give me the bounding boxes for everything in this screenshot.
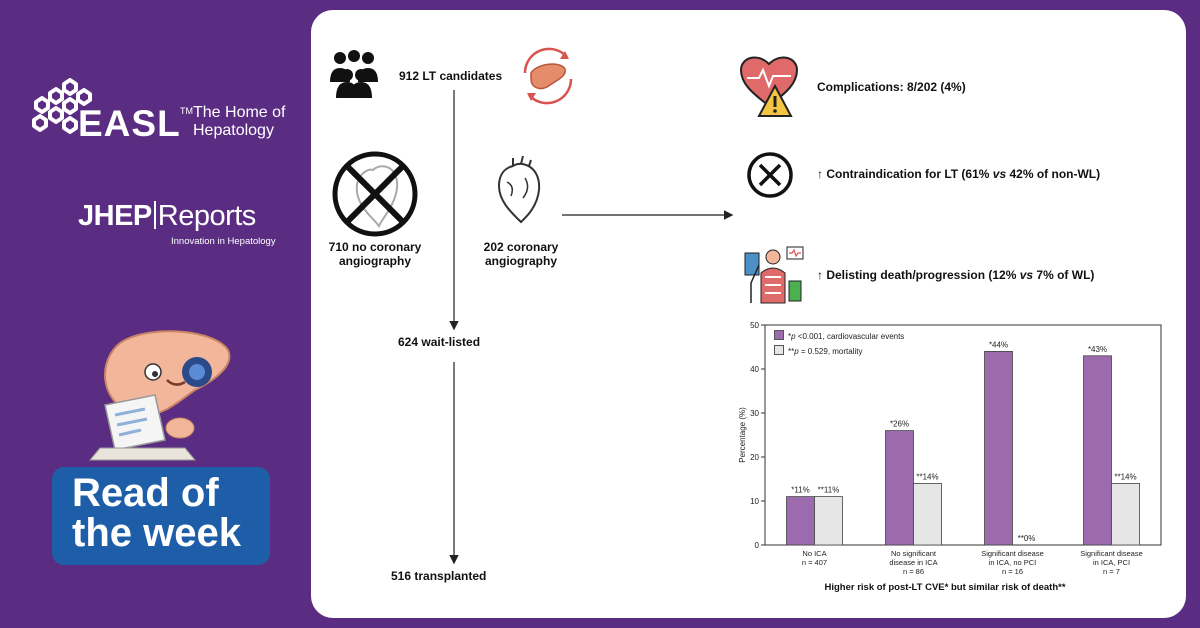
heart-icon xyxy=(497,156,541,224)
badge-line2: the week xyxy=(72,511,241,555)
candidates-label: 912 LT candidates xyxy=(399,69,503,83)
legend-mortality-p: p xyxy=(794,347,799,356)
heart-warning-icon xyxy=(739,56,799,117)
legend-item-mortality: **p = 0.529, mortality xyxy=(774,345,863,356)
legend-cve-p: p xyxy=(791,332,796,341)
bar-data-label: **11% xyxy=(818,486,840,495)
easl-tagline-line2: Hepatology xyxy=(193,122,274,139)
liver-cycle-icon xyxy=(523,47,573,105)
y-tick-label: 10 xyxy=(750,497,759,506)
easl-trademark: TM xyxy=(180,106,193,116)
angiography-line1: 202 coronary xyxy=(483,240,559,254)
bar-cve xyxy=(1083,355,1112,546)
plot-frame xyxy=(764,324,1162,546)
no-angiography-line2: angiography xyxy=(338,254,411,268)
y-tick-label: 30 xyxy=(750,409,759,418)
bar-data-label: *43% xyxy=(1088,345,1107,354)
x-category-label: n = 7 xyxy=(1103,567,1120,576)
circle-x-icon xyxy=(747,152,793,198)
easl-wordmark: EASL xyxy=(78,103,181,144)
jhep-reports-word: Reports xyxy=(157,200,257,232)
x-category-label: Significant disease xyxy=(1080,549,1143,558)
liver-mascot-icon xyxy=(88,330,231,461)
delisting-text-2: 7% of WL) xyxy=(1033,268,1095,282)
bar-data-label: *26% xyxy=(890,420,909,429)
y-axis-title: Percentage (%) xyxy=(738,407,747,463)
legend-swatch-mortality xyxy=(774,345,784,355)
bar-data-label: **14% xyxy=(916,472,938,481)
contraindication-text-2: 42% of non-WL) xyxy=(1006,167,1101,181)
bar-mortality xyxy=(913,482,942,546)
angiography-label: 202 coronary angiography xyxy=(461,240,581,268)
x-category-label: No significant xyxy=(891,549,937,558)
x-category-label: in ICA, no PCI xyxy=(989,558,1037,567)
legend-swatch-cve xyxy=(774,330,784,340)
delisting-label: ↑ Delisting death/progression (12% vs 7%… xyxy=(817,268,1094,282)
bar-cve xyxy=(885,430,914,546)
icu-patient-icon xyxy=(744,246,804,304)
legend-mortality-text: = 0.529, mortality xyxy=(798,347,863,356)
y-tick-label: 20 xyxy=(750,453,759,462)
bar-data-label: *44% xyxy=(989,340,1008,349)
jhep-word: JHEP xyxy=(78,200,152,232)
bar-cve xyxy=(984,351,1013,546)
y-tick-label: 0 xyxy=(755,541,760,550)
read-of-the-week-badge: Read of the week xyxy=(52,467,270,565)
no-angiography-line1: 710 no coronary xyxy=(328,240,422,254)
contraindication-label: ↑ Contraindication for LT (61% vs 42% of… xyxy=(817,167,1100,181)
wait-listed-label: 624 wait-listed xyxy=(398,335,481,349)
legend-cve-star: * xyxy=(788,332,792,341)
x-category-label: n = 86 xyxy=(903,567,924,576)
y-tick-label: 50 xyxy=(750,321,759,330)
flow-arrows xyxy=(449,90,734,565)
delisting-vs: vs xyxy=(1019,268,1034,282)
x-category-label: n = 407 xyxy=(802,558,827,567)
transplanted-label: 516 transplanted xyxy=(391,569,487,583)
bar-data-label: **14% xyxy=(1114,472,1136,481)
graphical-abstract-card: 912 LT candidates 710 no coronary angiog… xyxy=(311,10,1186,618)
contraindication-text-1: ↑ Contraindication for LT (61% xyxy=(817,167,993,181)
crossed-heart-icon xyxy=(332,151,418,237)
bar-cve xyxy=(786,496,815,546)
bar-mortality xyxy=(1111,482,1140,546)
y-tick-label: 40 xyxy=(750,365,759,374)
legend-cve-text: <0.001, cardiovascular events xyxy=(795,332,905,341)
delisting-text-1: ↑ Delisting death/progression (12% xyxy=(817,268,1020,282)
jhep-tagline: Innovation in Hepatology xyxy=(171,236,276,247)
people-group-icon xyxy=(330,50,378,98)
bar-data-label: *11% xyxy=(791,486,810,495)
angiography-line2: angiography xyxy=(484,254,557,268)
x-category-label: n = 16 xyxy=(1002,567,1023,576)
badge-line1: Read of xyxy=(72,471,219,515)
easl-tagline: The Home of Hepatology xyxy=(193,104,313,140)
no-angiography-label: 710 no coronary angiography xyxy=(315,240,435,268)
bar-mortality xyxy=(814,496,843,546)
x-category-label: disease in ICA xyxy=(889,558,937,567)
jhep-separator xyxy=(153,201,156,229)
x-category-label: in ICA, PCI xyxy=(1093,558,1130,567)
easl-hexagon-logo-icon xyxy=(32,78,92,134)
x-category-label: No ICA xyxy=(802,549,826,558)
complications-label: Complications: 8/202 (4%) xyxy=(817,80,966,94)
contraindication-vs: vs xyxy=(992,167,1007,181)
bar-data-label: **0% xyxy=(1018,534,1036,543)
x-category-label: Significant disease xyxy=(981,549,1044,558)
chart-caption: Higher risk of post-LT CVE* but similar … xyxy=(824,582,1065,593)
legend-mortality-star: ** xyxy=(788,347,795,356)
legend-item-cve: *p <0.001, cardiovascular events xyxy=(774,330,904,341)
easl-tagline-line1: The Home of xyxy=(193,104,286,121)
